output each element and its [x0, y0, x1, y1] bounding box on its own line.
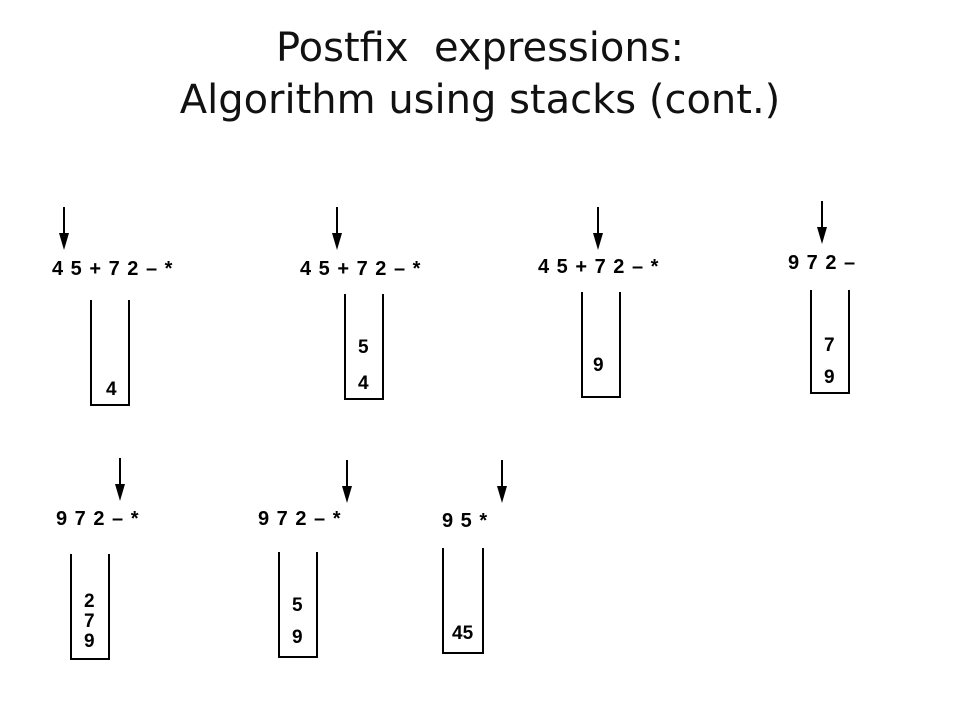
expression: 9 7 2 – *	[56, 508, 140, 530]
expression: 4 5 + 7 2 – *	[52, 258, 174, 280]
step-panel-6: 9 7 2 – * 5 9	[258, 456, 478, 686]
stack-cell: 45	[452, 623, 474, 644]
stack-cell: 5	[292, 595, 303, 616]
down-arrow-icon	[115, 458, 125, 501]
expression: 9 5 *	[442, 510, 489, 532]
down-arrow-icon	[59, 207, 69, 250]
expression: 9 7 2 –	[788, 252, 857, 274]
step-panel-5: 9 7 2 – * 2 7 9	[56, 454, 276, 684]
stack-cell: 7	[824, 335, 835, 356]
down-arrow-icon	[332, 207, 342, 250]
stack-cell: 2	[84, 591, 95, 612]
stack: 9	[581, 292, 621, 398]
step-panel-4: 9 7 2 – 7 9	[788, 196, 960, 426]
stack-cell: 9	[824, 367, 835, 388]
stack-cell: 4	[106, 379, 117, 400]
title-line-1: Postfix expressions:	[275, 25, 685, 71]
stack-cell: 9	[84, 631, 95, 652]
expression: 4 5 + 7 2 – *	[300, 258, 422, 280]
stack: 45	[442, 548, 484, 654]
down-arrow-icon	[593, 207, 603, 250]
expression: 4 5 + 7 2 – *	[538, 256, 660, 278]
stack: 7 9	[810, 290, 850, 394]
step-panel-7: 9 5 * 45	[442, 458, 662, 688]
down-arrow-icon	[497, 460, 507, 503]
expression: 9 7 2 – *	[258, 508, 342, 530]
stack-cell: 7	[84, 611, 95, 632]
step-panel-3: 4 5 + 7 2 – * 9	[538, 200, 758, 430]
stack: 5 9	[278, 552, 318, 658]
stack: 4	[90, 300, 130, 406]
down-arrow-icon	[342, 460, 352, 503]
stack-cell: 9	[593, 355, 604, 376]
stack-cell: 4	[358, 373, 369, 394]
stack: 5 4	[344, 294, 384, 400]
stack: 2 7 9	[70, 554, 110, 660]
title-line-2: Algorithm using stacks (cont.)	[179, 77, 781, 123]
step-panel-2: 4 5 + 7 2 – * 5 4	[300, 200, 520, 430]
stack-cell: 5	[358, 337, 369, 358]
down-arrow-icon	[817, 201, 827, 244]
slide-title: Postfix expressions: Algorithm using sta…	[0, 22, 960, 126]
step-panel-1: 4 5 + 7 2 – * 4	[52, 200, 272, 430]
stack-cell: 9	[292, 627, 303, 648]
